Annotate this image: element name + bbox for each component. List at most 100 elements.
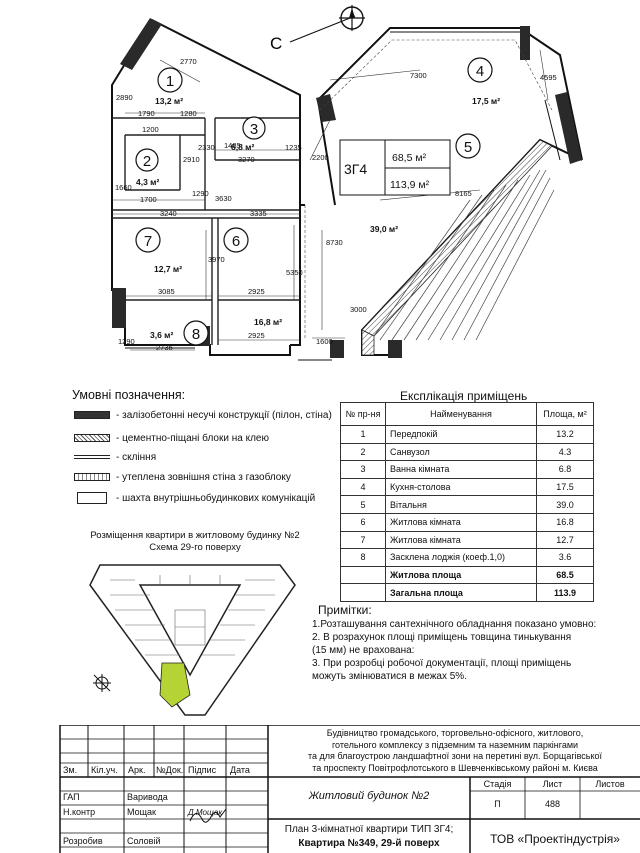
dim-label: 8730	[326, 238, 343, 247]
dim-label: 7300	[410, 71, 427, 80]
col-header: Зм.	[63, 765, 78, 775]
stage-header: Стадія	[483, 779, 512, 789]
room-number-5: 5	[464, 139, 472, 156]
signature: Д.Мощак	[188, 808, 223, 817]
shaft-swatch-icon	[77, 492, 107, 504]
sheets-header: Листов	[595, 779, 625, 789]
room-area-8: 3,6 м²	[150, 330, 173, 340]
notes-list: 1.Розташування сантехнічного обладнання …	[312, 619, 597, 682]
explication-title: Експлікація приміщень	[400, 389, 528, 403]
room-number-3: 3	[250, 121, 258, 138]
legend-title: Умовні позначення:	[72, 388, 186, 402]
sheet-title-1: План 3-кімнатної квартири ТИП 3Г4;	[284, 824, 454, 835]
insulated-swatch-icon	[74, 473, 110, 481]
room-number-4: 4	[476, 63, 484, 80]
dim-label: 3630	[215, 194, 232, 203]
sheet-value: 488	[544, 799, 561, 809]
dim-label: 1790	[138, 109, 155, 118]
apartment-highlight	[159, 662, 191, 708]
wall-swatch-icon	[74, 411, 110, 419]
apartment-info-box	[339, 139, 451, 196]
dim-label: 2925	[248, 287, 265, 296]
room-number-2: 2	[143, 153, 151, 170]
north-label: С	[270, 34, 282, 53]
dim-label: 2330	[198, 143, 215, 152]
dim-label: 2925	[248, 331, 265, 340]
dim-label: 4595	[540, 73, 557, 82]
dim-label: 3240	[160, 209, 177, 218]
dim-label: 1700	[140, 195, 157, 204]
col-header: Дата	[230, 765, 250, 775]
total-area: 113,9 м²	[390, 179, 430, 191]
dim-label: 3085	[158, 287, 175, 296]
scheme-caption: Розміщення квартири в житловому будинку …	[90, 530, 300, 553]
dim-label: 2200	[312, 153, 329, 162]
dim-label: 2770	[180, 57, 197, 66]
dim-label: 1600	[316, 337, 333, 346]
room-number-1: 1	[166, 73, 174, 90]
project-description: Будівництво громадського, торговельно-оф…	[307, 728, 603, 773]
dim-label: 3000	[350, 305, 367, 314]
legend-item-glazing: - скління	[74, 450, 156, 464]
col-header-area: Площа, м²	[536, 402, 594, 426]
dim-label: 1235	[285, 143, 302, 152]
dim-label: 5350	[286, 268, 303, 277]
floor-scheme-diagram	[89, 564, 296, 716]
dim-label: 2890	[116, 93, 133, 102]
name-gap: Варивода	[127, 792, 168, 802]
apartment-type: 3Г4	[344, 161, 367, 177]
dim-label: 2735	[156, 343, 173, 352]
legend-item-shaft: - шахта внутрішньобудинкових комунікацій	[74, 491, 315, 505]
wall-pillars	[112, 18, 582, 358]
room-area-6: 16,8 м²	[254, 317, 282, 327]
name-developer: Соловій	[127, 836, 161, 846]
dim-label: 3270	[238, 155, 255, 164]
sheet-header: Лист	[542, 779, 563, 789]
col-header: Кіл.уч.	[91, 765, 118, 775]
room-number-6: 6	[232, 233, 240, 250]
block-swatch-icon	[74, 434, 110, 442]
compass-icon	[93, 674, 111, 692]
room-area-2: 4,3 м²	[136, 177, 159, 187]
floor-plan: С	[111, 5, 583, 361]
stage-value: П	[494, 799, 501, 809]
room-number-7: 7	[144, 233, 152, 250]
room-number-8: 8	[192, 326, 200, 343]
room-area-4: 17,5 м²	[472, 96, 500, 106]
sheet-title-2: Квартира №349, 29-й поверх	[298, 838, 440, 849]
dim-label: 2910	[183, 155, 200, 164]
col-header-name: Найменування	[385, 402, 537, 426]
col-header: №Док.	[156, 765, 184, 775]
role-gap: ГАП	[63, 792, 80, 802]
north-arrow-icon	[289, 5, 365, 43]
role-developer: Розробив	[63, 836, 103, 846]
legend-item-insulated: - утеплена зовнішня стіна з газоблоку	[74, 470, 291, 484]
dim-label: 3335	[250, 209, 267, 218]
dim-label: 3970	[208, 255, 225, 264]
dim-label: 8165	[455, 189, 472, 198]
name-nkontr: Мощак	[127, 807, 156, 817]
company-name: ТОВ «Проектіндустрія»	[490, 832, 620, 846]
col-header: Підпис	[188, 765, 217, 775]
dim-label: 1485	[224, 141, 241, 150]
room-area-5: 39,0 м²	[370, 224, 398, 234]
role-nkontr: Н.контр	[63, 807, 96, 817]
dim-label: 1200	[142, 125, 159, 134]
dim-label: 1290	[118, 337, 135, 346]
dim-label: 1290	[192, 189, 209, 198]
signature-mark	[189, 808, 227, 823]
glazing-swatch-icon	[74, 455, 110, 459]
building-name: Житловий будинок №2	[308, 790, 430, 802]
table-header: № пр-ня Найменування Площа, м²	[340, 402, 594, 426]
living-area: 68,5 м²	[392, 152, 427, 164]
